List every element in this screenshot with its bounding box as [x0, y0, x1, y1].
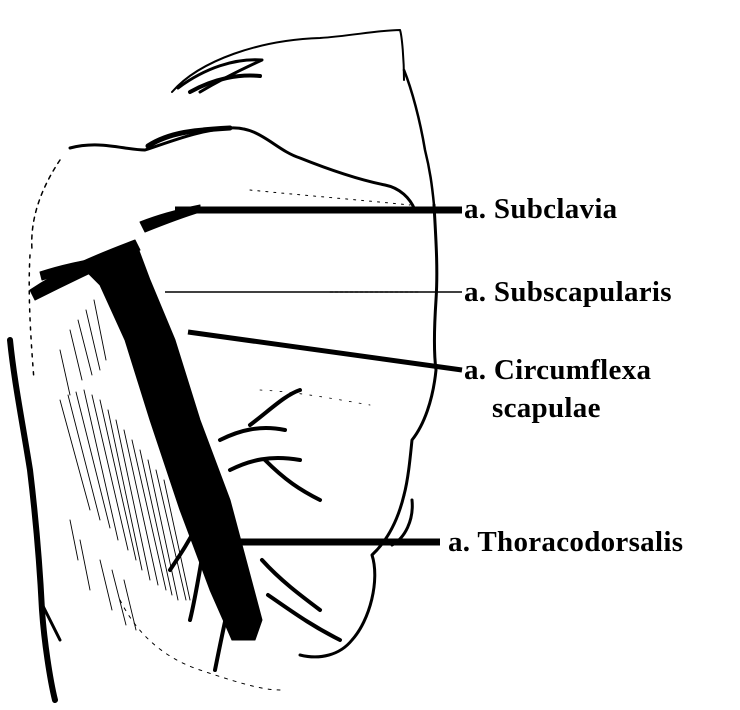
label-subclavia: a. Subclavia	[464, 195, 617, 224]
scapula-medial-border	[404, 205, 437, 495]
leader-circumflexa	[188, 332, 462, 370]
scapula-body-right	[404, 70, 434, 205]
branch-circumflex-4	[265, 460, 320, 500]
label-scapulae: scapulae	[492, 394, 601, 423]
humerus-edge	[10, 340, 55, 700]
label-circumflexa: a. Circumflexa	[464, 356, 651, 385]
branch-circumflex-1	[220, 428, 285, 440]
acromion-shadow	[190, 76, 260, 92]
superior-border	[70, 128, 415, 210]
branch-thoraco-3	[262, 560, 320, 610]
label-subscapularis: a. Subscapularis	[464, 278, 672, 307]
label-thoracodorsalis: a. Thoracodorsalis	[448, 528, 683, 557]
axillary-trunk	[80, 248, 262, 640]
humeral-shaft	[29, 255, 34, 380]
scapula-inferior	[300, 495, 404, 657]
fossa-line-1	[250, 190, 410, 205]
branch-thoraco-4	[268, 595, 340, 640]
humeral-head	[32, 160, 60, 250]
branch-circumflex-3	[250, 390, 300, 425]
